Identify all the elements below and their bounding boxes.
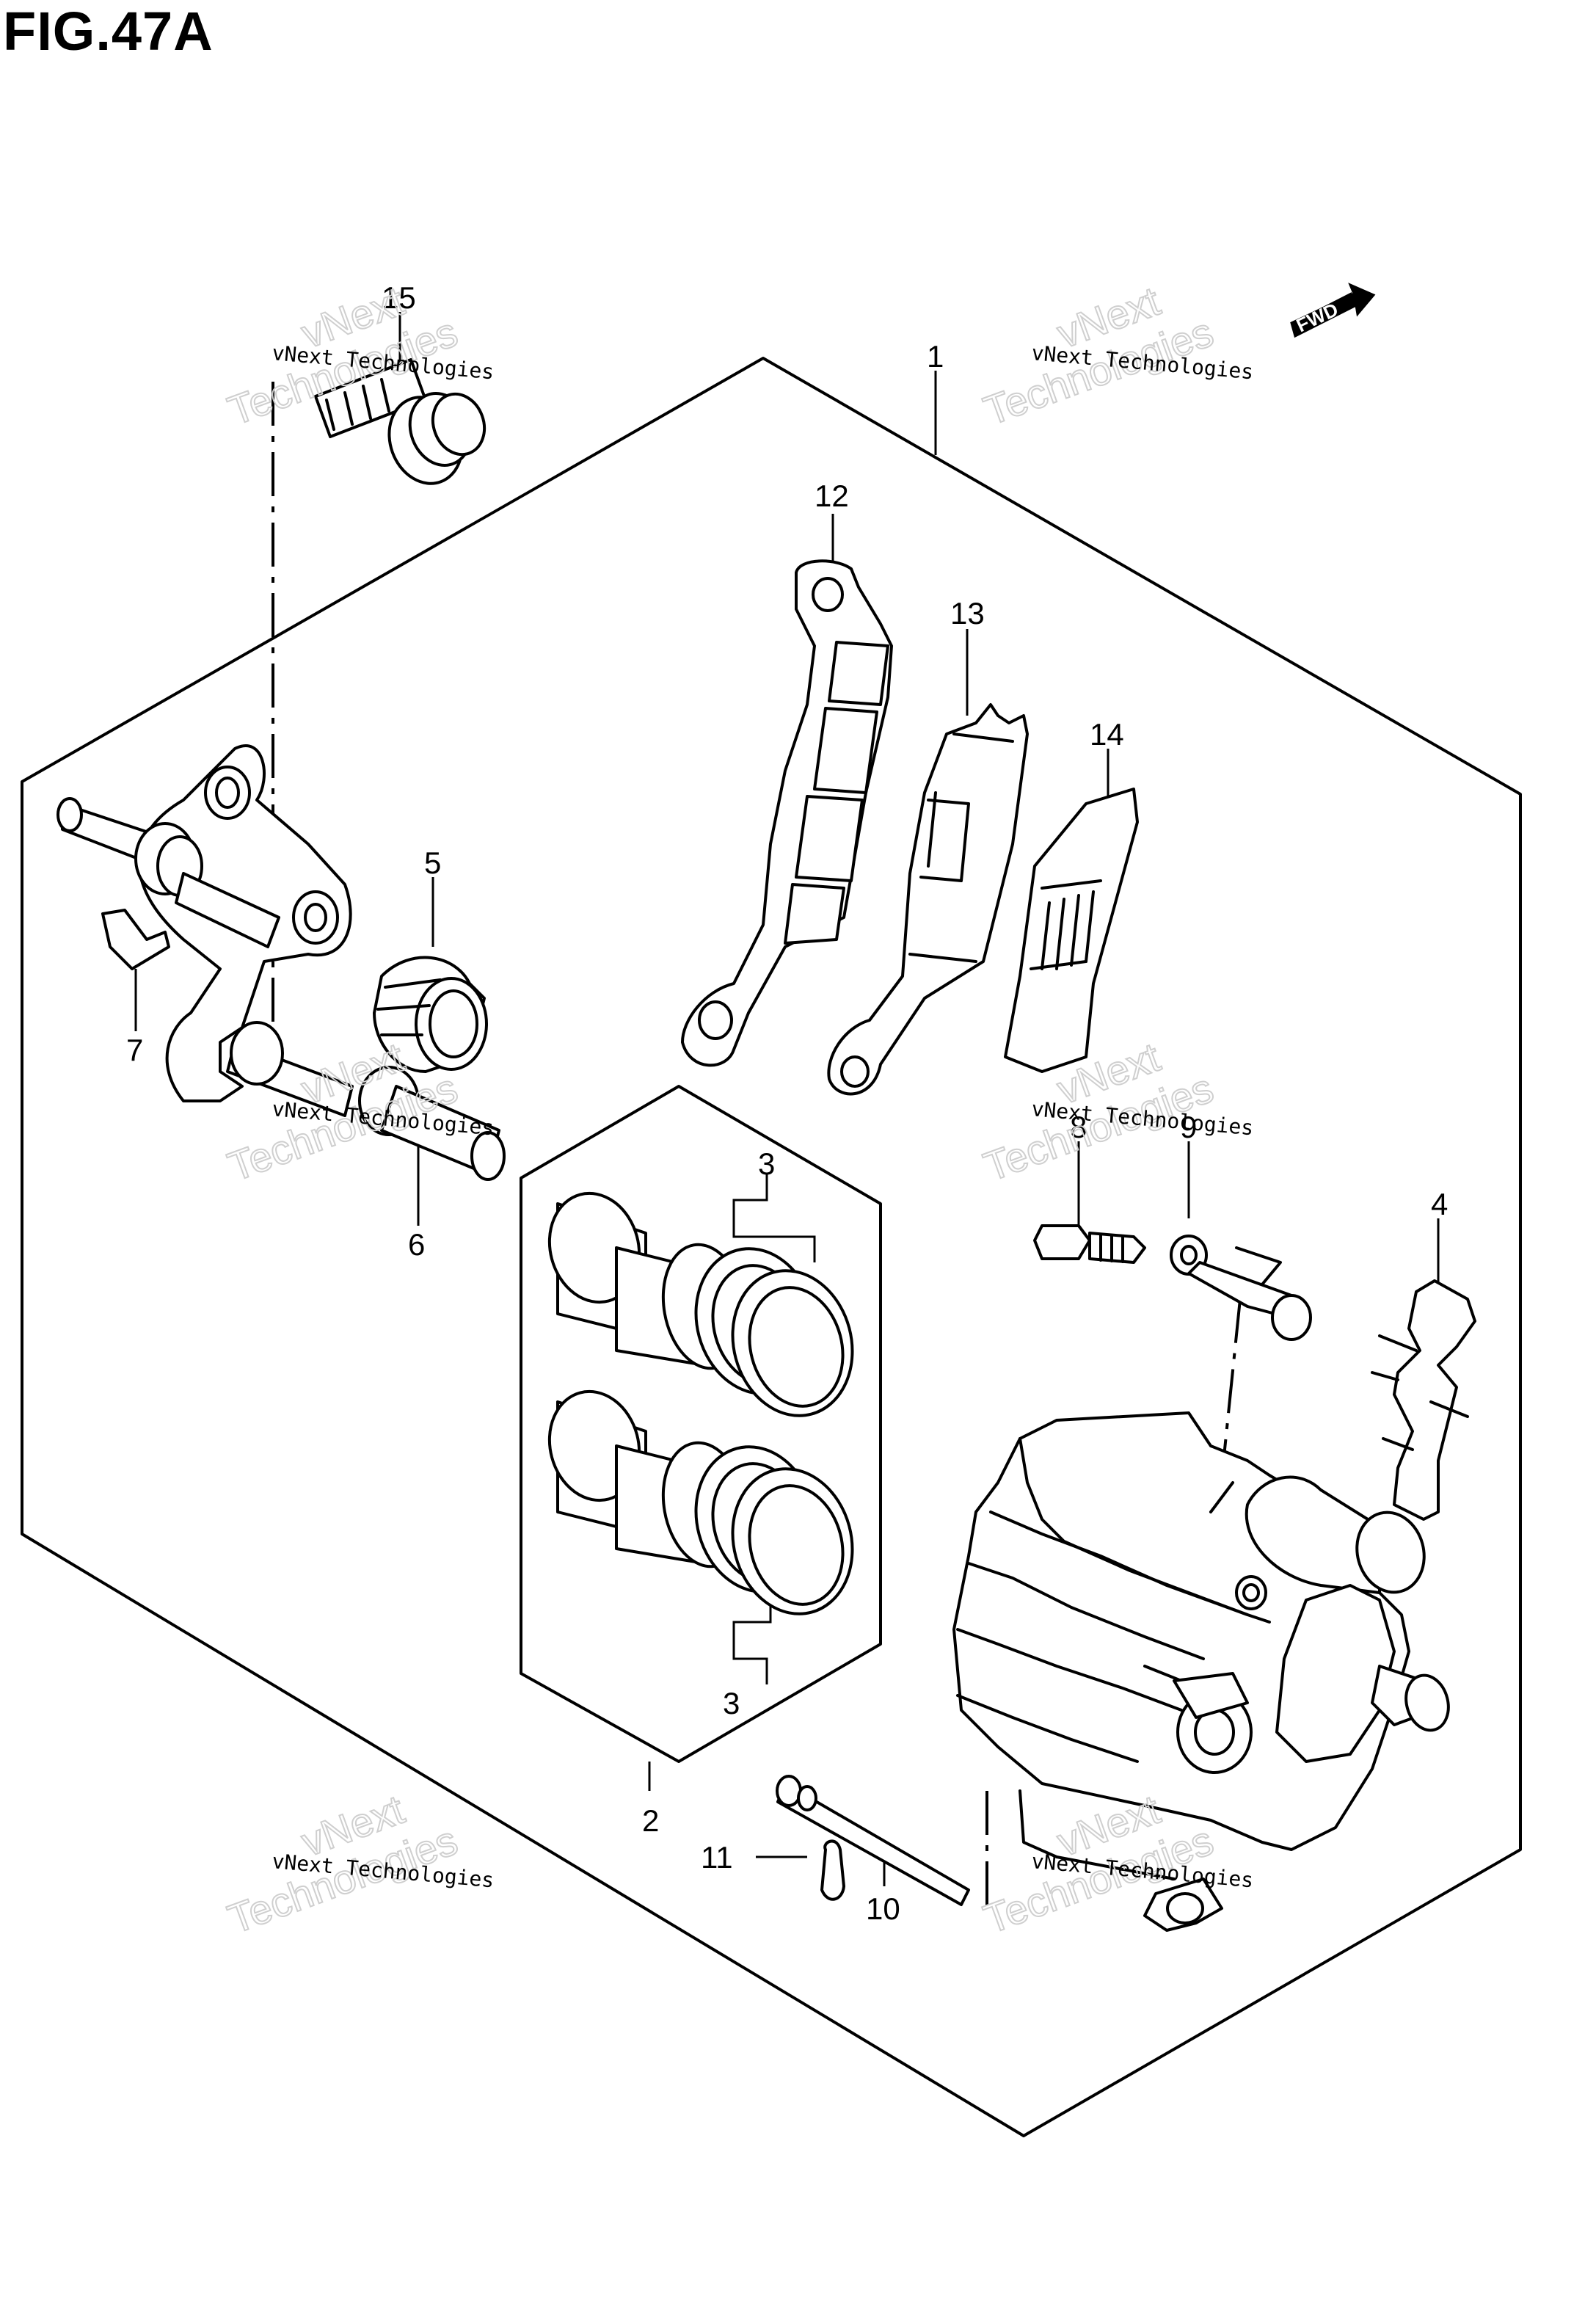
part-14-shim	[1004, 788, 1139, 1073]
piston-kit-outline	[520, 1085, 882, 1763]
figure-title: FIG.47A	[3, 1, 214, 62]
part-8-bleeder	[1033, 1224, 1146, 1264]
callout-10: 10	[866, 1891, 900, 1926]
callout-9: 9	[1180, 1110, 1197, 1144]
fwd-label: FWD	[1293, 298, 1341, 336]
callout-6: 6	[408, 1227, 425, 1262]
caliper-body	[952, 1411, 1450, 1932]
part-7-clip	[101, 909, 170, 970]
part-15-bolt	[314, 358, 487, 485]
part-10-pin	[776, 1775, 970, 1906]
part-11-clip	[820, 1839, 845, 1901]
callout-14: 14	[1090, 717, 1124, 752]
part-9-cap	[1170, 1235, 1312, 1341]
part-13-brake-pad	[827, 703, 1029, 1096]
callout-5: 5	[424, 846, 441, 880]
callout-13: 13	[950, 596, 985, 630]
callout-2: 2	[642, 1803, 659, 1838]
part-6-bracket-and-pins	[57, 744, 506, 1181]
part-12-brake-pad	[681, 559, 893, 1067]
assembly-outline	[21, 357, 1522, 2137]
callout-8: 8	[1070, 1110, 1087, 1144]
callout-7: 7	[126, 1033, 143, 1067]
fwd-arrow-icon: FWD	[1290, 283, 1376, 338]
callout-3-top: 3	[758, 1146, 775, 1181]
watermark-5: vNext Technologies vNext Technologies	[222, 1785, 495, 1943]
callout-4: 4	[1431, 1187, 1448, 1221]
part-5-boot	[373, 956, 488, 1073]
callout-12: 12	[815, 479, 849, 513]
callout-labels: 1 2 3 3 4 5 6 7 8 9 10 11 12 13 14 15	[126, 280, 1448, 1926]
part-4-spring-plate	[1371, 1279, 1476, 1521]
part-3-pistons-and-seals	[547, 1191, 854, 1615]
watermark-2: vNext Technologies vNext Technologies	[977, 277, 1255, 435]
callout-11: 11	[701, 1840, 733, 1875]
callout-15: 15	[382, 280, 416, 315]
callout-3-bottom: 3	[723, 1686, 740, 1720]
callout-1: 1	[927, 339, 944, 374]
